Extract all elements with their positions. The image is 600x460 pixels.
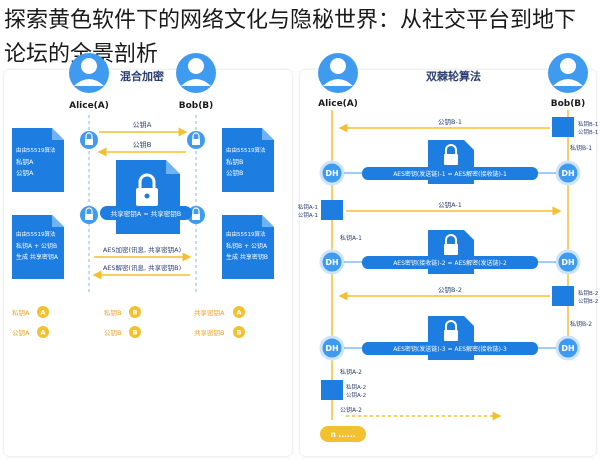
svg-text:DH: DH [561, 258, 574, 267]
pubkey-a-label: 公钥A [133, 120, 152, 129]
shared-key-doc [116, 160, 180, 234]
key-badge-letter: B [237, 329, 242, 337]
bob-keygen-doc: 由由55519算法 私钥B 公钥B [222, 128, 274, 192]
priv-b1-label: 私钥B-1 [570, 144, 592, 152]
priv-b2-label: 私钥B-2 [570, 320, 592, 328]
bob-shared-doc: 由由55519算法 私钥B + 公钥A 生成 共享密钥B [222, 215, 274, 279]
key-badge-letter: A [236, 309, 241, 317]
aes-decrypt-label: AES解密(讯息, 共享密钥B) [103, 263, 181, 272]
svg-text:公钥B-1: 公钥B-1 [578, 128, 598, 136]
pub-a1-label: 公钥A-1 [438, 200, 462, 209]
alice-key-a1-tag: 私钥A-1 公钥A-1 [298, 200, 343, 220]
bob-label: Bob(B) [551, 99, 586, 109]
dh-node: DH [555, 160, 581, 186]
pub-a2-label: 公钥A-2 [340, 406, 362, 414]
legend-label: 公钥B [104, 328, 121, 337]
pub-b2-label: 公钥B-2 [438, 285, 462, 294]
legend-label: 共享密钥B [194, 328, 224, 337]
svg-text:DH: DH [325, 258, 338, 267]
aes-key-1: AES密钥(发送链)-1 = AES解密(接收链)-1 [393, 170, 507, 178]
alice-label: Alice(A) [318, 99, 358, 109]
continuation-badge: n ...... [330, 430, 355, 439]
priv-a2-label: 私钥A-2 [340, 368, 362, 376]
lock-icon [80, 206, 98, 224]
key-badge-icon [37, 306, 49, 318]
dh-node: DH [555, 249, 581, 275]
svg-text:生成 共享密钥B: 生成 共享密钥B [226, 253, 268, 261]
key-badge-icon [129, 326, 141, 338]
svg-text:由由55519算法: 由由55519算法 [16, 230, 56, 238]
key-badge-letter: A [40, 329, 45, 337]
svg-text:私钥A-2: 私钥A-2 [346, 383, 366, 391]
dh-node: DH [319, 160, 345, 186]
svg-text:公钥A-1: 公钥A-1 [298, 211, 318, 219]
dh-node: DH [555, 335, 581, 361]
alice-key-a2-tag: 私钥A-2 公钥A-2 [321, 380, 366, 400]
svg-text:私钥A + 公钥B: 私钥A + 公钥B [16, 242, 57, 250]
legend-label: 公钥A [12, 328, 30, 337]
key-badge-letter: B [133, 309, 138, 317]
svg-text:公钥B: 公钥B [226, 168, 243, 177]
svg-text:DH: DH [325, 169, 338, 178]
svg-text:私钥B: 私钥B [226, 157, 243, 166]
svg-text:私钥A: 私钥A [16, 157, 34, 166]
aes-encrypt-label: AES加密(讯息, 共享密钥A) [103, 245, 181, 254]
svg-text:由由55519算法: 由由55519算法 [226, 230, 266, 238]
double-ratchet-panel: 双棘轮算法 Alice(A) Bob(B) 公钥B-1 私钥B-1 公钥B-1 … [298, 53, 598, 456]
shared-key-equation: 共享密钥A = 共享密钥B [111, 209, 181, 218]
bob-key-b2-tag: 私钥B-2 公钥B-2 [552, 286, 598, 306]
lock-icon [80, 131, 98, 149]
alice-label: Alice(A) [69, 101, 109, 111]
svg-text:由由55519算法: 由由55519算法 [16, 146, 56, 154]
svg-text:由由55519算法: 由由55519算法 [226, 146, 266, 154]
pub-b1-label: 公钥B-1 [438, 117, 462, 126]
svg-text:公钥B-2: 公钥B-2 [578, 297, 598, 305]
legend-label: 私钥A [12, 308, 30, 317]
priv-a1-label: 私钥A-1 [340, 234, 362, 242]
lock-icon [187, 131, 205, 149]
bob-key-b1-tag: 私钥B-1 公钥B-1 [552, 117, 598, 137]
aes-key-3: AES密钥(发送链)-3 = AES解密(接收链)-3 [393, 345, 507, 353]
svg-text:DH: DH [561, 169, 574, 178]
double-ratchet-diagram: Alice(A) Bob(B) 公钥B-1 私钥B-1 公钥B-1 私钥B-1 … [298, 53, 598, 442]
legend-label: 私钥B [104, 308, 121, 317]
hybrid-encryption-diagram: Alice(A) Bob(B) 公钥A 公钥B 由由55519算法 私钥A 公钥… [12, 53, 274, 338]
svg-text:生成 共享密钥A: 生成 共享密钥A [16, 253, 59, 261]
svg-text:私钥B-2: 私钥B-2 [578, 289, 598, 297]
key-badge-icon [129, 306, 141, 318]
key-badge-icon [233, 326, 245, 338]
alice-avatar [318, 53, 358, 93]
alice-shared-doc: 由由55519算法 私钥A + 公钥B 生成 共享密钥A [12, 215, 64, 279]
bob-avatar [548, 53, 588, 93]
svg-text:DH: DH [325, 344, 338, 353]
aes-key-2: AES密钥(接收链)-2 = AES解密(发送链)-2 [393, 259, 507, 267]
legend-label: 共享密钥A [194, 308, 225, 317]
svg-text:公钥A-2: 公钥A-2 [346, 391, 366, 399]
svg-text:公钥A: 公钥A [16, 168, 34, 177]
svg-text:私钥B-1: 私钥B-1 [578, 120, 598, 128]
svg-text:私钥B + 公钥A: 私钥B + 公钥A [226, 242, 268, 250]
svg-text:私钥A-1: 私钥A-1 [298, 203, 318, 211]
bob-label: Bob(B) [179, 101, 214, 111]
page-title: 探索黄色软件下的网络文化与隐秘世界：从社交平台到地下论坛的全景剖析 [4, 8, 577, 67]
alice-avatar [69, 53, 109, 93]
svg-text:DH: DH [561, 344, 574, 353]
bob-avatar [176, 53, 216, 93]
key-badge-letter: A [40, 309, 45, 317]
hybrid-encryption-panel: 混合加密 Alice(A) Bob(B) 公钥A 公钥B [4, 53, 292, 456]
alice-keygen-doc: 由由55519算法 私钥A 公钥A [12, 128, 64, 192]
right-panel-title: 双棘轮算法 [426, 70, 481, 83]
key-legend: 私钥A A 公钥A A 私钥B B 公钥B B 共享密钥A A 共享密钥B B [12, 306, 245, 338]
dh-node: DH [319, 249, 345, 275]
dh-node: DH [319, 335, 345, 361]
key-badge-icon [233, 306, 245, 318]
key-badge-icon [37, 326, 49, 338]
left-panel-title: 混合加密 [120, 70, 164, 83]
pubkey-b-label: 公钥B [133, 140, 152, 149]
key-badge-letter: B [133, 329, 138, 337]
